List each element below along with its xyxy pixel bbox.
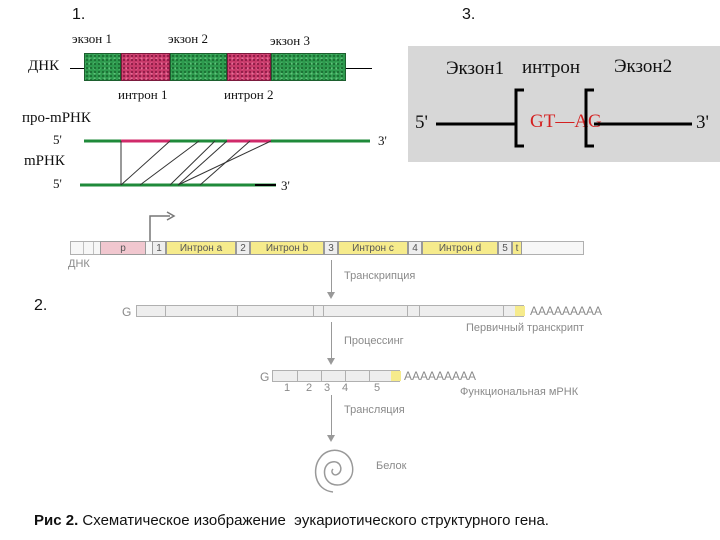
- mrna-3prime: 3': [281, 178, 290, 193]
- intron1-block: [121, 53, 170, 81]
- panel3-3prime: 3': [696, 112, 709, 133]
- splice-line-2: [120, 140, 171, 186]
- promoter-arrow-icon: [149, 211, 176, 242]
- intron1-label: интрон 1: [118, 87, 168, 102]
- processing-label: Процессинг: [344, 335, 404, 347]
- dna-intron-d: Интрон d: [422, 241, 498, 255]
- pre-mrna-label: про-mРНК: [22, 110, 91, 126]
- splice-line-3: [177, 140, 228, 186]
- transcription-arrow-icon: [331, 260, 332, 294]
- primary-transcript: [136, 305, 525, 317]
- translation-label: Трансляция: [344, 404, 405, 416]
- panel3-background: [408, 46, 720, 162]
- caption-text: Схематическое изображение эукариотическо…: [78, 512, 549, 529]
- caption-bold: Рис 2.: [34, 512, 79, 529]
- primary-transcript-label: Первичный транскрипт: [466, 322, 584, 334]
- exon3-block: [271, 53, 346, 81]
- protein-label: Белок: [376, 460, 407, 472]
- mrna-label: mРНК: [24, 153, 65, 169]
- exon2-label: экзон 2: [168, 31, 208, 46]
- mrna-5prime: 5': [53, 176, 62, 191]
- mrna-exon-num-4: 4: [342, 382, 349, 394]
- exon3-label: экзон 3: [270, 33, 310, 48]
- primary-cap-g: G: [122, 305, 132, 319]
- exon1-label: экзон 1: [72, 31, 112, 46]
- panel2-number: 2.: [34, 297, 48, 314]
- panel3-exon2-label: Экзон2: [614, 56, 673, 77]
- exon2-block: [170, 53, 227, 81]
- mrna-polya: AAAAAAAAA: [404, 369, 477, 383]
- primary-polya: AAAAAAAAA: [530, 304, 603, 318]
- mrna-exon-num-1: 1: [284, 382, 291, 394]
- intron2-block: [227, 53, 271, 81]
- pre-mrna-5prime: 5': [53, 132, 62, 147]
- mrna-exon-num-2: 2: [306, 382, 313, 394]
- panel3-number: 3.: [462, 6, 476, 23]
- splice-line-5: [139, 140, 200, 186]
- dna-exon-5: 5: [498, 241, 512, 255]
- left-bracket: [514, 88, 524, 148]
- functional-mrna-label: Функциональная мРНК: [460, 386, 579, 398]
- mrna-exon-num-3: 3: [324, 382, 331, 394]
- processing-arrow-icon: [331, 322, 332, 360]
- mrna-cap-g: G: [260, 370, 270, 384]
- terminator-box: t: [512, 241, 522, 255]
- panel1-number: 1.: [72, 6, 86, 23]
- dna-intron-c: Интрон c: [338, 241, 408, 255]
- translation-arrow-icon: [331, 395, 332, 437]
- splicing-diagram: [80, 139, 370, 187]
- figure-caption: Рис 2. Схематическое изображение эукарио…: [34, 512, 549, 529]
- dna-label: ДНК: [28, 58, 60, 74]
- pre-mrna-3prime: 3': [378, 133, 387, 148]
- mrna-exon-num-5: 5: [374, 382, 381, 394]
- dna-exon-1: 1: [152, 241, 166, 255]
- intron2-label: интрон 2: [224, 87, 274, 102]
- panel3-5prime: 5': [415, 112, 428, 133]
- exon1-block: [84, 53, 121, 81]
- promoter-box: p: [100, 241, 146, 255]
- right-bracket: [584, 88, 594, 148]
- splice-line-6: [169, 140, 216, 186]
- panel3-schema: [436, 88, 692, 148]
- panel3-exon1-label: Экзон1: [446, 58, 505, 79]
- dna-intron-b: Интрон b: [250, 241, 324, 255]
- panel3-intron-label: интрон: [522, 57, 581, 78]
- transcription-label: Транскрипция: [344, 270, 416, 282]
- splice-sites-label: GT—AG: [530, 111, 602, 132]
- gene-dna-label: ДНК: [68, 258, 90, 270]
- dna-intron-a: Интрон a: [166, 241, 236, 255]
- dna-exon-4: 4: [408, 241, 422, 255]
- functional-mrna: [272, 370, 401, 382]
- dna-exon-3: 3: [324, 241, 338, 255]
- dna-exon-2: 2: [236, 241, 250, 255]
- splice-line-7: [199, 140, 251, 186]
- protein-spiral-icon: [314, 449, 354, 493]
